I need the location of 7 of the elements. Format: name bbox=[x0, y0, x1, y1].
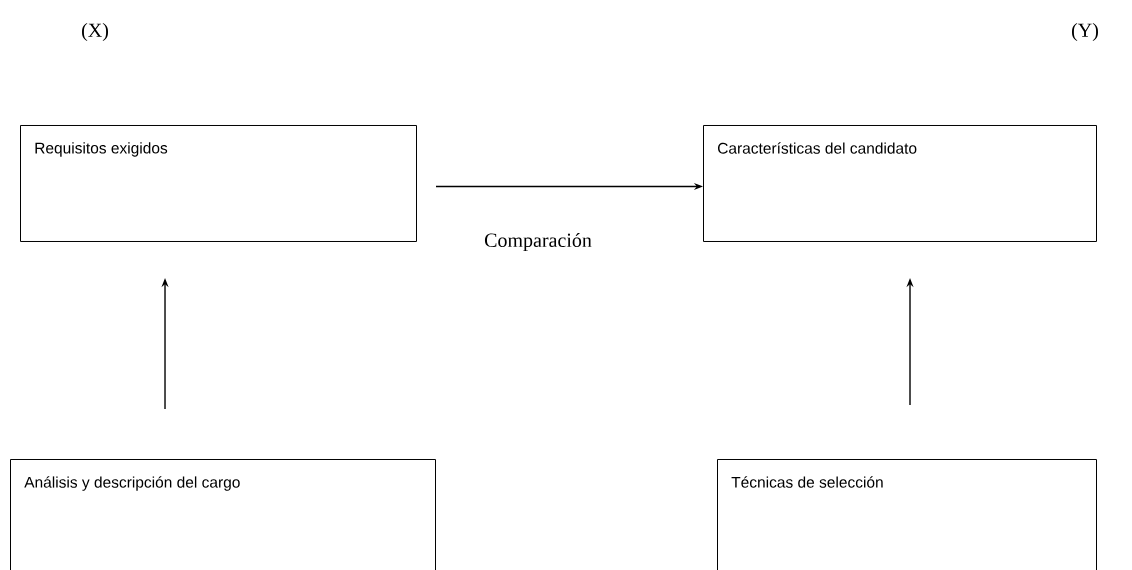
variable-label: (Y) bbox=[1072, 22, 1098, 42]
text-box: Análisis y descripción del cargo bbox=[10, 459, 436, 570]
text-box: Técnicas de selección bbox=[717, 459, 1097, 570]
text-box: Requisitos exigidos bbox=[20, 125, 417, 242]
text-box: Características del candidato bbox=[703, 125, 1097, 242]
edge-label: Comparación bbox=[483, 231, 593, 253]
variable-label: (X) bbox=[82, 22, 108, 42]
